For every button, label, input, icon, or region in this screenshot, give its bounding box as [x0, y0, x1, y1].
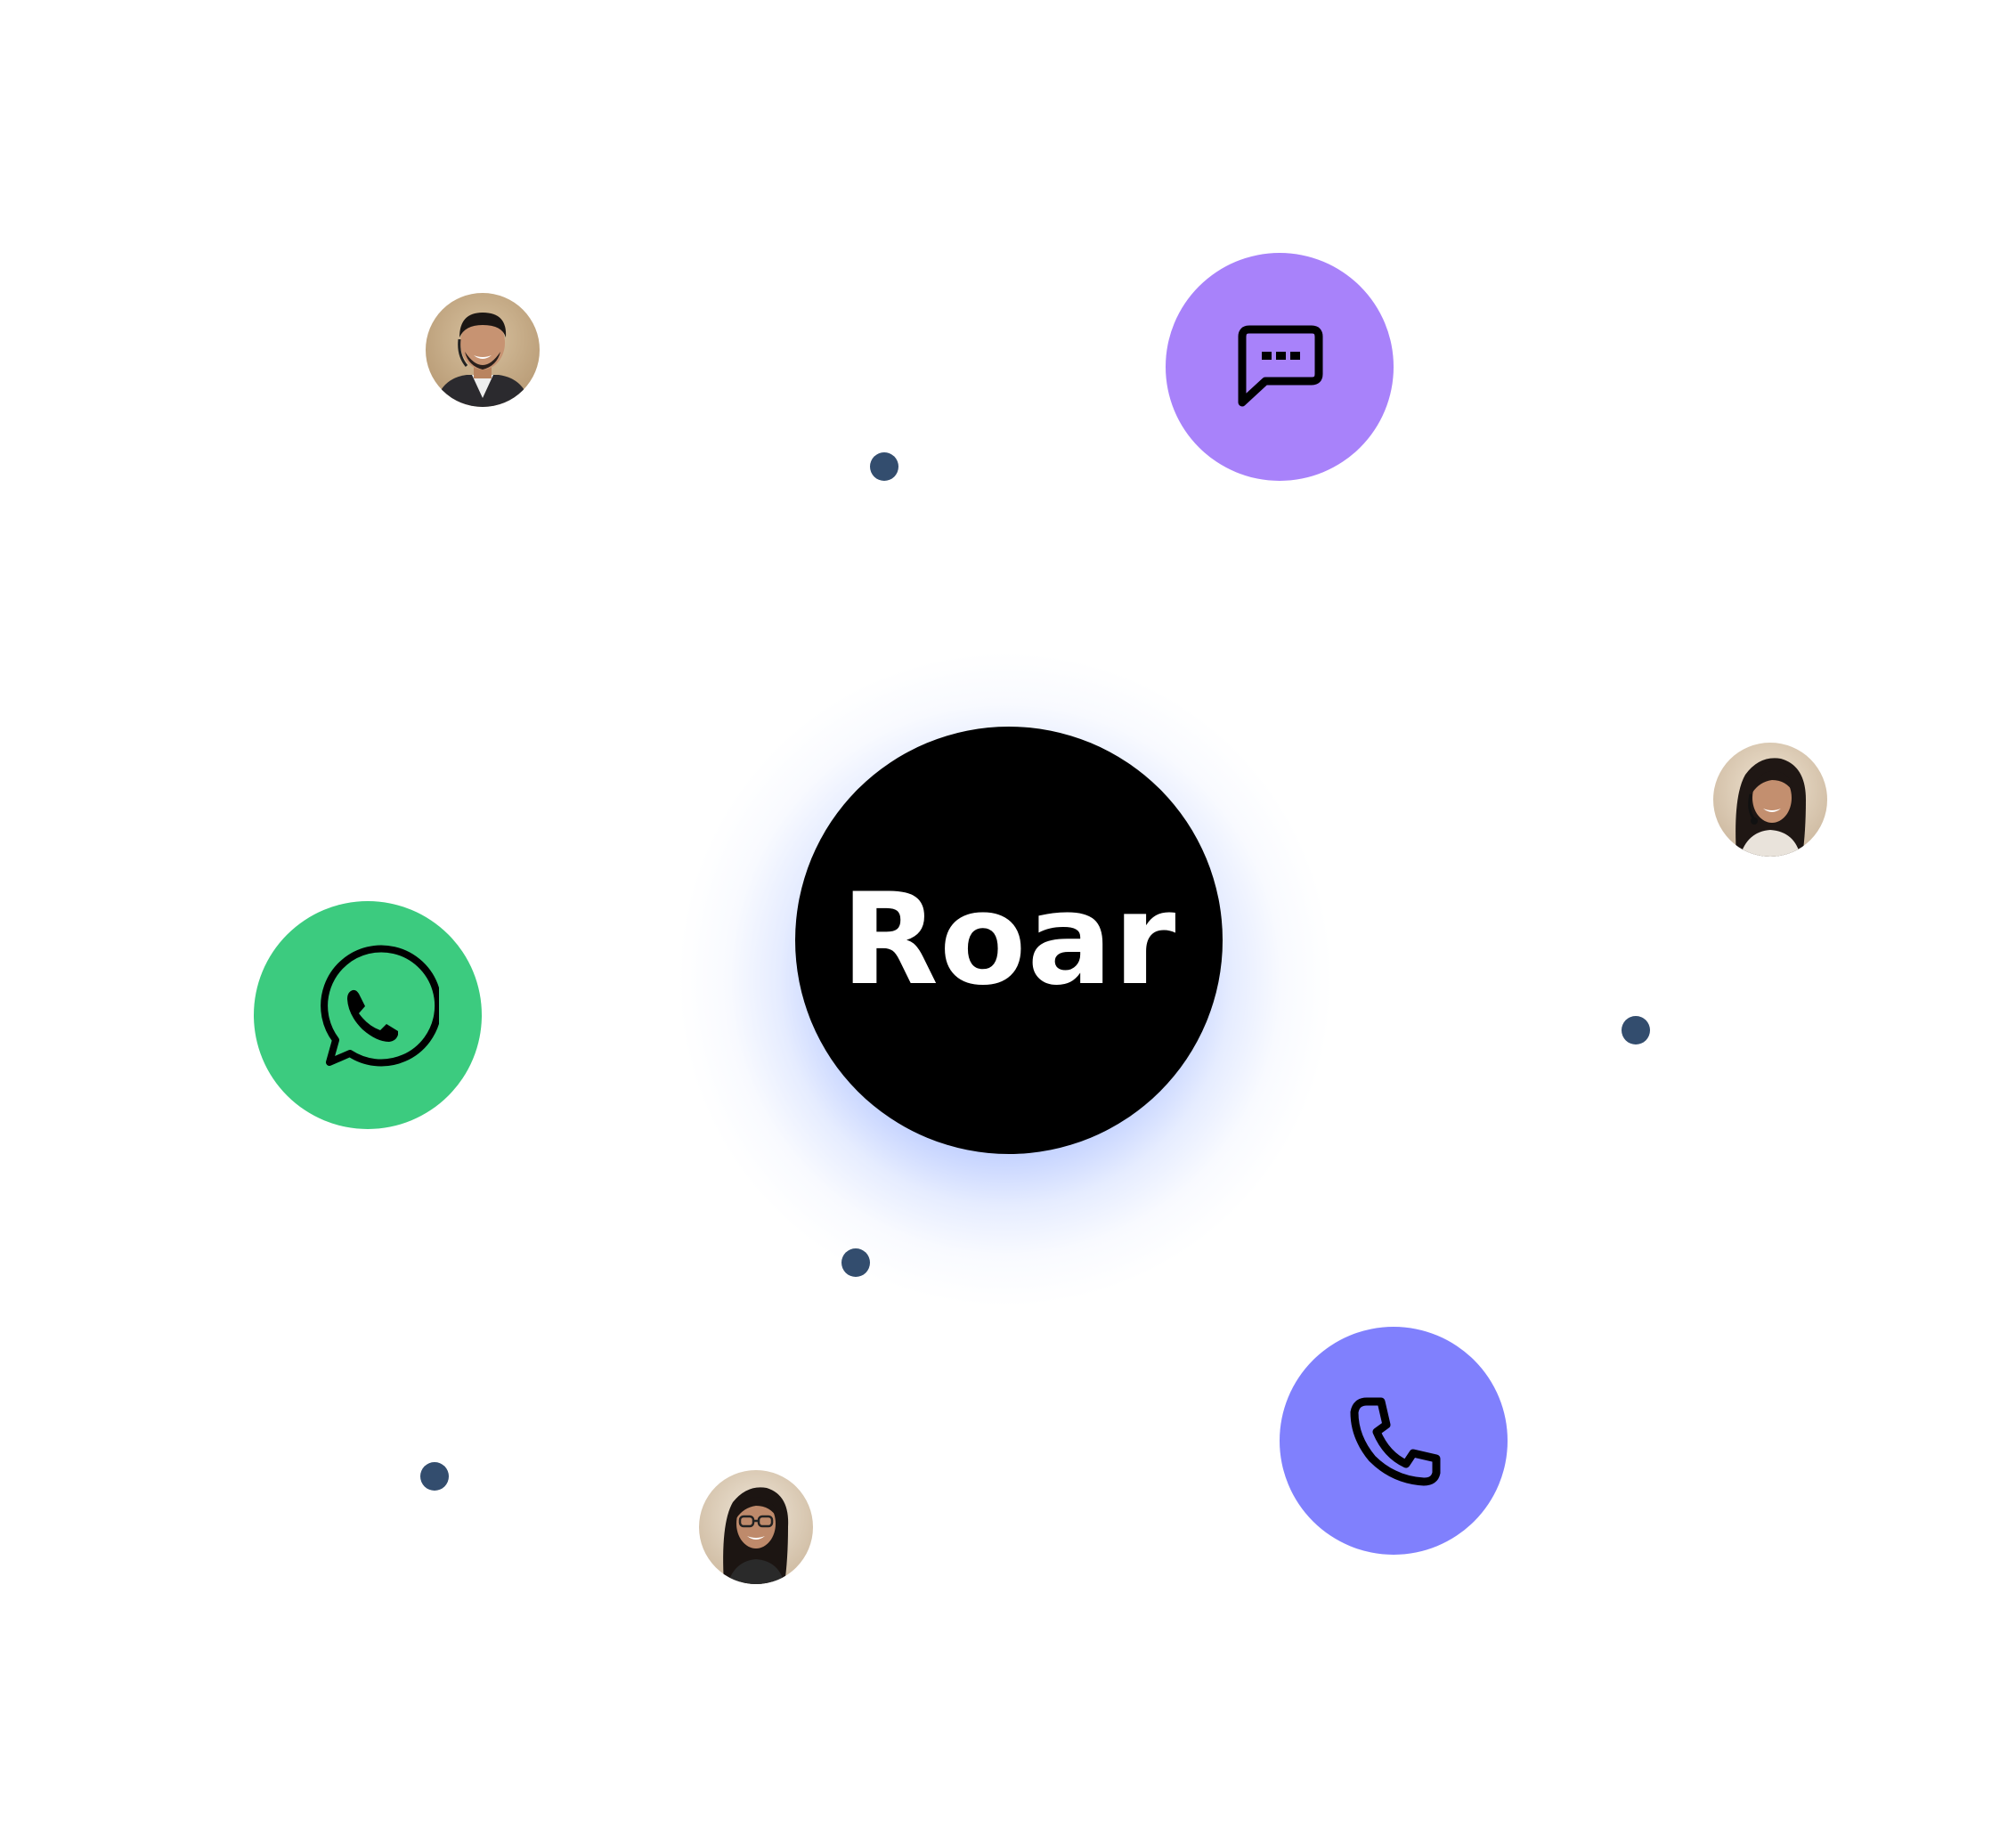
decorative-dot: [420, 1462, 449, 1491]
decorative-dot: [1622, 1016, 1650, 1044]
decorative-dot: [870, 452, 898, 481]
phone-icon: [1350, 1397, 1441, 1486]
whatsapp-icon: [321, 945, 439, 1067]
roar-hub: Roar: [795, 727, 1223, 1154]
agent-avatar: [699, 1470, 813, 1584]
avatar-man-headset-icon: [426, 293, 540, 407]
avatar-woman-headset-icon: [1713, 743, 1827, 857]
message-dots-icon: [1238, 325, 1323, 407]
decorative-dot: [841, 1248, 870, 1277]
sms-channel-bubble: [1166, 253, 1394, 481]
roar-logo-text: Roar: [841, 866, 1177, 1013]
phone-channel-bubble: [1280, 1327, 1508, 1555]
agent-avatar: [1713, 743, 1827, 857]
avatar-woman-glasses-headset-icon: [699, 1470, 813, 1584]
agent-avatar: [426, 293, 540, 407]
whatsapp-channel-bubble: [254, 901, 482, 1129]
